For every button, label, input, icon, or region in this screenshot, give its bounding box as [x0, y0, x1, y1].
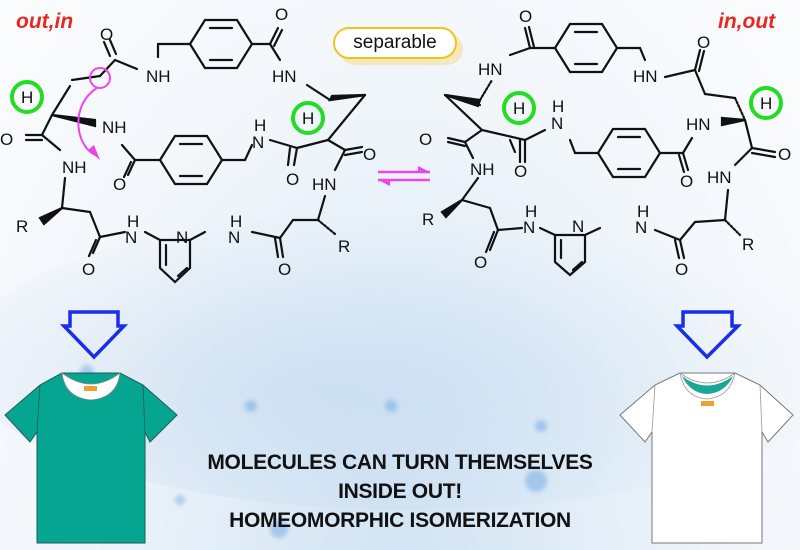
svg-text:N: N: [635, 218, 647, 237]
svg-text:H: H: [302, 109, 314, 128]
down-arrow-left-icon: [59, 310, 129, 360]
svg-text:H: H: [127, 212, 139, 231]
svg-text:H: H: [525, 202, 537, 221]
highlight-circles: [10, 80, 783, 135]
svg-text:H: H: [230, 212, 242, 231]
magenta-arrowhead-icon: [88, 145, 100, 160]
svg-text:N: N: [572, 217, 584, 236]
right-macrocycle: [440, 22, 777, 277]
svg-text:O: O: [278, 260, 291, 279]
tag-icon: [701, 401, 714, 406]
svg-text:HN: HN: [633, 67, 658, 86]
svg-text:N: N: [523, 218, 535, 237]
left-macrocycle: [24, 18, 367, 284]
label-in-out: in,out: [718, 10, 776, 33]
svg-text:HN: HN: [686, 115, 711, 134]
svg-text:HN: HN: [478, 60, 503, 79]
caption-line-2: INSIDE OUT!: [338, 480, 462, 503]
svg-text:R: R: [422, 210, 434, 229]
svg-text:O: O: [363, 145, 376, 164]
svg-text:NH: NH: [146, 67, 171, 86]
svg-text:H: H: [760, 94, 772, 113]
svg-text:O: O: [680, 172, 693, 191]
label-out-in: out,in: [16, 10, 74, 33]
svg-text:N: N: [228, 228, 240, 247]
svg-text:O: O: [82, 260, 95, 279]
svg-text:N: N: [125, 228, 137, 247]
caption-line-3: HOMEOMORPHIC ISOMERIZATION: [229, 509, 571, 532]
magenta-curved-arrow-icon: [77, 67, 111, 156]
svg-text:O: O: [697, 33, 710, 52]
separable-badge: separable: [333, 27, 457, 59]
left-atom-labels: H H O NH HN O NH O NH O H N O O HN R O H…: [0, 5, 376, 279]
svg-text:O: O: [113, 175, 126, 194]
svg-text:O: O: [778, 145, 791, 164]
svg-text:H: H: [513, 99, 525, 118]
svg-text:HN: HN: [312, 175, 337, 194]
svg-text:HN: HN: [272, 67, 297, 86]
svg-text:O: O: [0, 130, 13, 149]
svg-text:R: R: [338, 237, 350, 256]
svg-text:H: H: [637, 202, 649, 221]
svg-text:NH: NH: [470, 160, 495, 179]
down-arrow-right-icon: [672, 310, 743, 360]
svg-text:NH: NH: [102, 118, 127, 137]
svg-text:O: O: [100, 25, 113, 44]
svg-text:HN: HN: [707, 168, 732, 187]
svg-text:O: O: [514, 162, 527, 181]
equilibrium-arrow-icon: [378, 166, 430, 186]
svg-text:N: N: [551, 114, 563, 133]
svg-text:O: O: [675, 260, 688, 279]
svg-text:H: H: [21, 88, 33, 107]
svg-text:O: O: [419, 130, 432, 149]
caption: MOLECULES CAN TURN THEMSELVES INSIDE OUT…: [150, 448, 650, 535]
svg-text:H: H: [552, 97, 564, 116]
svg-text:R: R: [16, 217, 28, 236]
svg-text:R: R: [742, 235, 754, 254]
teal-tshirt: [4, 372, 178, 544]
background-dot: [525, 470, 547, 492]
svg-text:O: O: [474, 253, 487, 272]
background-dot: [385, 400, 397, 412]
svg-text:N: N: [176, 228, 188, 247]
svg-text:N: N: [252, 133, 264, 152]
background-dot: [535, 420, 547, 432]
background-dot: [175, 495, 185, 505]
tag-icon: [84, 386, 97, 391]
background-dot: [270, 520, 288, 538]
svg-text:NH: NH: [62, 158, 87, 177]
svg-text:O: O: [286, 170, 299, 189]
svg-text:O: O: [275, 5, 288, 24]
caption-line-1: MOLECULES CAN TURN THEMSELVES: [207, 451, 593, 474]
right-atom-labels: H H O HN HN O H N O O NH HN O O HN R O H…: [419, 7, 791, 279]
white-tshirt: [619, 372, 794, 544]
svg-text:H: H: [254, 116, 266, 135]
svg-text:O: O: [519, 7, 532, 26]
background-dot: [245, 400, 257, 412]
